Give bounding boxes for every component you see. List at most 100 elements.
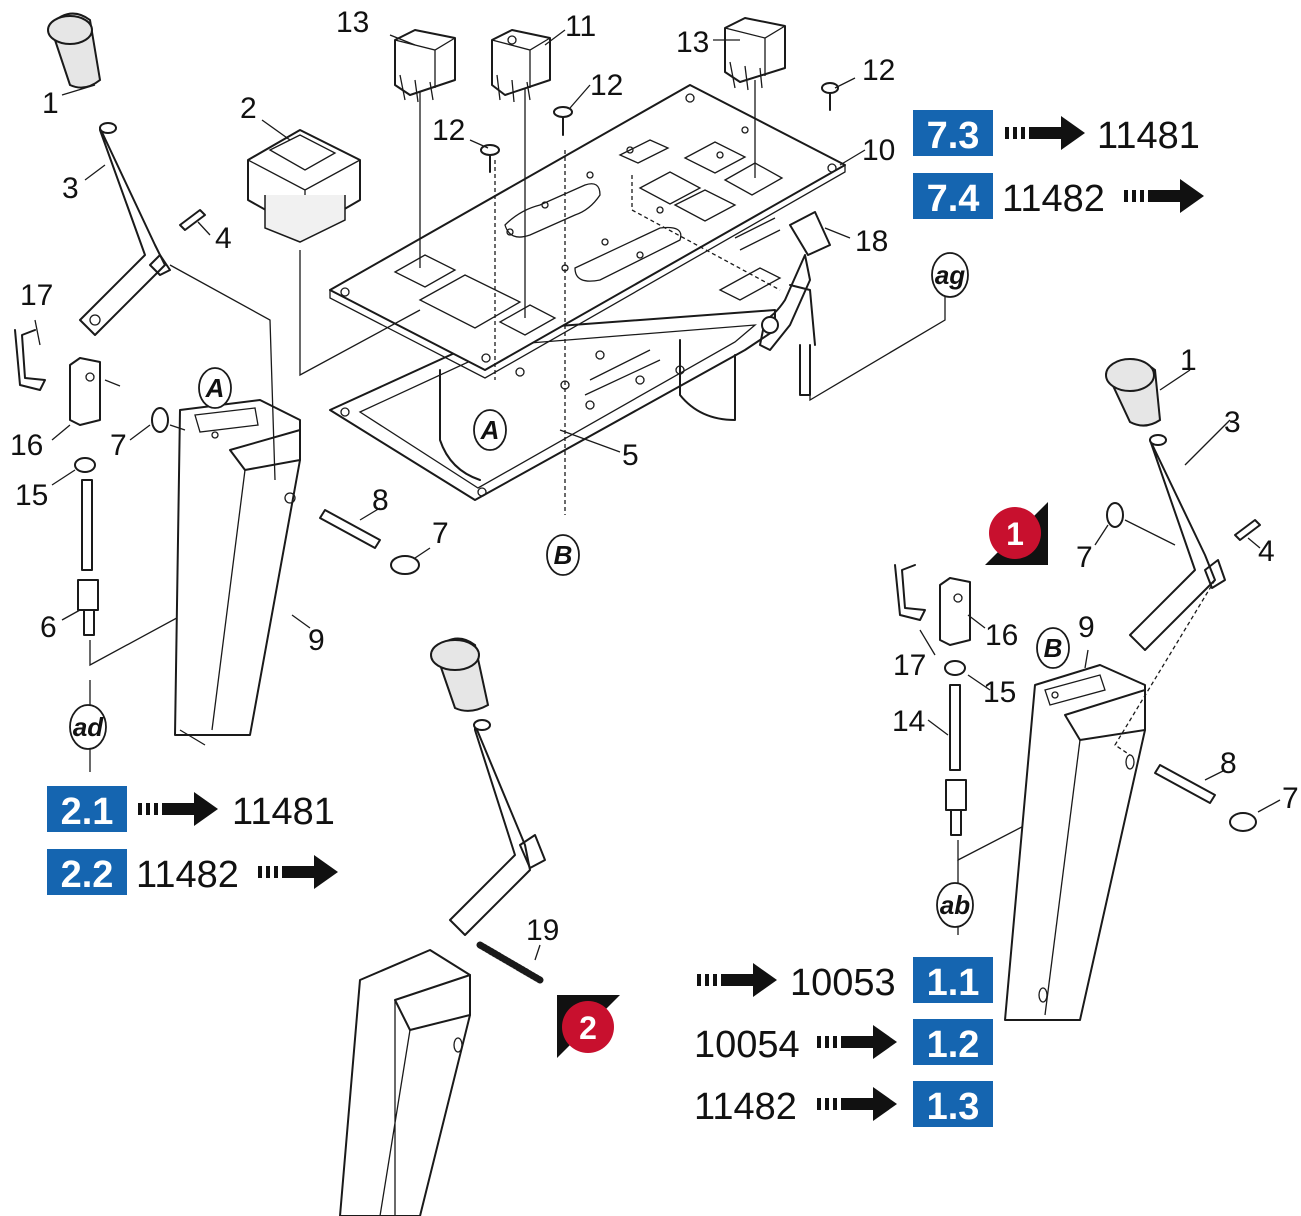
ref-number: 11482 bbox=[1002, 178, 1105, 220]
label-part-7d: 7 bbox=[1282, 782, 1299, 815]
connector-B-right: B bbox=[1036, 627, 1070, 669]
ref-row-7-4[interactable]: 7.4 11482 bbox=[913, 173, 1204, 220]
washer-7d bbox=[1229, 812, 1257, 832]
bracket-9-left bbox=[174, 399, 301, 736]
label-part-1b: 1 bbox=[1180, 344, 1197, 377]
clevis-16-right bbox=[939, 577, 971, 646]
label-part-8b: 8 bbox=[1220, 747, 1237, 780]
ref-number: 11482 bbox=[136, 854, 239, 896]
right-dotted-arrow-icon bbox=[817, 1087, 897, 1121]
label-part-12a: 12 bbox=[432, 114, 465, 147]
callout-leaders bbox=[34, 29, 1281, 961]
spring-19 bbox=[476, 941, 544, 984]
label-part-5: 5 bbox=[622, 439, 639, 472]
ref-code-box bbox=[913, 173, 993, 219]
view-2-assembly bbox=[339, 637, 546, 1216]
ref-row-1-1[interactable]: 10053 1.1 bbox=[697, 957, 993, 1004]
label-part-19: 19 bbox=[526, 914, 559, 947]
label-part-13a: 13 bbox=[336, 6, 369, 39]
ref-code: 2.1 bbox=[61, 791, 114, 833]
part-number-labels: 1 2 3 4 5 6 7 7 7 7 8 8 9 9 10 11 12 12 … bbox=[10, 6, 1299, 947]
label-part-17b: 17 bbox=[893, 649, 926, 682]
ref-row-2-1[interactable]: 2.1 11481 bbox=[47, 786, 335, 833]
nut-15-left bbox=[74, 457, 96, 473]
label-part-17a: 17 bbox=[20, 279, 53, 312]
label-part-16b: 16 bbox=[985, 619, 1018, 652]
lever-3-right bbox=[1129, 439, 1216, 651]
ref-code-box bbox=[913, 1019, 993, 1065]
label-part-13b: 13 bbox=[676, 26, 709, 59]
connector-A-plate: A bbox=[473, 409, 507, 451]
right-dotted-arrow-icon bbox=[697, 963, 777, 997]
clip-17-left bbox=[14, 329, 46, 391]
threaded-rod-right bbox=[949, 684, 961, 771]
nut-15-right bbox=[944, 660, 966, 676]
connector-A-top: A bbox=[198, 367, 232, 409]
switch-13-left bbox=[394, 29, 456, 103]
ref-row-1-2[interactable]: 10054 1.2 bbox=[694, 1019, 993, 1066]
switch-11 bbox=[491, 29, 551, 103]
left-lever-assembly bbox=[14, 12, 420, 746]
ref-row-2-2[interactable]: 2.2 11482 bbox=[47, 849, 338, 896]
support-plate bbox=[329, 309, 776, 501]
label-part-15a: 15 bbox=[15, 479, 48, 512]
label-part-10: 10 bbox=[862, 134, 895, 167]
connector-ab: ab bbox=[936, 882, 974, 928]
svg-text:B: B bbox=[554, 540, 573, 570]
label-part-18: 18 bbox=[855, 225, 888, 258]
clip-17-right bbox=[894, 564, 926, 621]
cable-end-6 bbox=[77, 579, 99, 636]
right-dotted-arrow-icon bbox=[138, 792, 218, 826]
lever-view2 bbox=[449, 724, 531, 936]
ref-code-box bbox=[47, 849, 127, 895]
bracket-view2 bbox=[339, 949, 471, 1216]
ref-row-1-3[interactable]: 11482 1.3 bbox=[694, 1081, 993, 1128]
ref-code-box bbox=[913, 957, 993, 1003]
svg-text:ag: ag bbox=[935, 260, 965, 290]
label-part-2: 2 bbox=[240, 92, 257, 125]
lever-3-left bbox=[79, 127, 166, 336]
threaded-rod-left bbox=[81, 479, 93, 571]
ref-code: 1.1 bbox=[927, 962, 980, 1004]
label-part-12b: 12 bbox=[590, 69, 623, 102]
ref-number: 11482 bbox=[694, 1086, 797, 1128]
screw-12a bbox=[480, 144, 500, 173]
view-badge-2: 2 bbox=[557, 995, 620, 1058]
label-part-7c: 7 bbox=[1076, 541, 1093, 574]
ref-code: 7.3 bbox=[927, 115, 980, 157]
label-part-1a: 1 bbox=[42, 87, 59, 120]
ref-code: 1.2 bbox=[927, 1024, 980, 1066]
ref-number: 10054 bbox=[694, 1024, 800, 1066]
svg-text:A: A bbox=[480, 415, 500, 445]
label-part-7b: 7 bbox=[432, 517, 449, 550]
label-part-3a: 3 bbox=[62, 172, 79, 205]
svg-text:2: 2 bbox=[579, 1010, 597, 1046]
bracket-9-right bbox=[1004, 664, 1146, 1021]
cover-plate-assembly bbox=[299, 70, 946, 515]
ref-code: 2.2 bbox=[61, 854, 114, 896]
washer-7c bbox=[1106, 502, 1124, 528]
ref-number: 11481 bbox=[1097, 115, 1200, 157]
right-dotted-arrow-icon bbox=[1124, 179, 1204, 213]
right-dotted-arrow-icon bbox=[817, 1025, 897, 1059]
right-dotted-arrow-icon bbox=[1005, 116, 1085, 150]
ref-code-box bbox=[913, 1081, 993, 1127]
label-part-3b: 3 bbox=[1224, 406, 1241, 439]
ref-row-7-3[interactable]: 7.3 11481 bbox=[913, 110, 1200, 157]
svg-text:B: B bbox=[1044, 633, 1063, 663]
ref-number: 11481 bbox=[232, 791, 335, 833]
pin-8-right bbox=[1154, 764, 1216, 804]
label-part-14: 14 bbox=[892, 705, 925, 738]
ref-code-box bbox=[913, 110, 993, 156]
svg-text:1: 1 bbox=[1006, 516, 1024, 552]
ref-number: 10053 bbox=[790, 962, 896, 1004]
svg-text:A: A bbox=[205, 373, 225, 403]
right-lever-assembly bbox=[894, 358, 1261, 1021]
clevis-16-left bbox=[69, 357, 101, 426]
label-part-7a: 7 bbox=[110, 429, 127, 462]
pin-4-left bbox=[179, 209, 206, 231]
screw-12b bbox=[553, 106, 573, 136]
switch-13-right bbox=[724, 17, 786, 91]
view-badge-1: 1 bbox=[985, 502, 1048, 565]
